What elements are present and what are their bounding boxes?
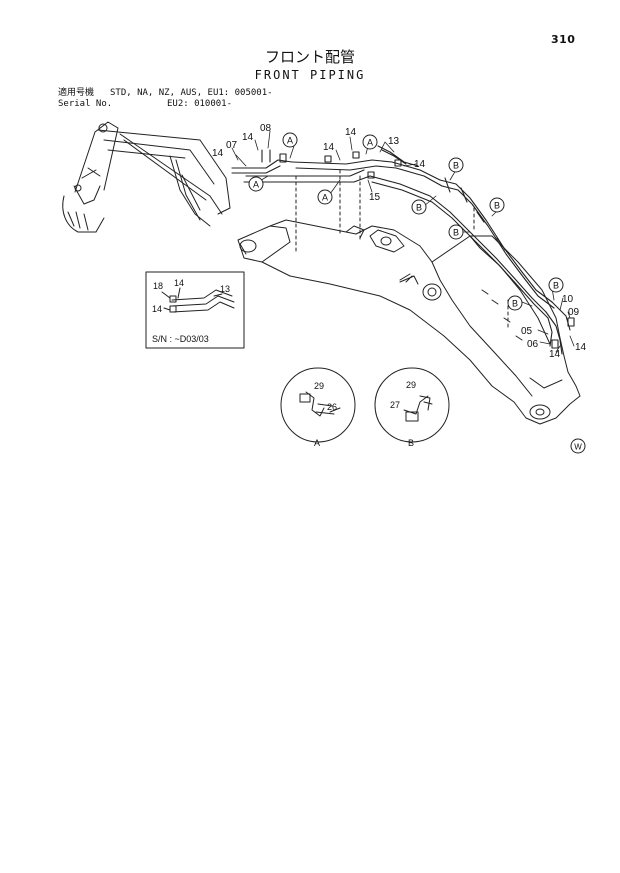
leader-lines — [231, 130, 575, 353]
part-label-08: 08 — [260, 123, 272, 134]
part-label-15: 15 — [369, 192, 381, 203]
title-english: FRONT PIPING — [254, 68, 366, 82]
callout-b-4: B — [453, 228, 459, 238]
page-number: 310 — [551, 33, 576, 46]
applicability-models: STD, NA, NZ, AUS, EU1: 005001- — [110, 88, 273, 98]
part-label-13: 13 — [388, 136, 400, 147]
inset-label-14: 14 — [174, 278, 184, 288]
callout-b-6: B — [553, 281, 559, 291]
inset-label-14: 14 — [152, 304, 162, 314]
applicability-label-jp: 適用号機 — [58, 88, 95, 98]
part-label-10: 10 — [562, 294, 574, 305]
part-label-14: 14 — [549, 349, 561, 360]
callout-b-2: B — [416, 203, 422, 213]
part-label-14: 14 — [575, 342, 587, 353]
boom-body — [237, 169, 581, 425]
part-label-14: 14 — [345, 127, 357, 138]
callout-a-1: A — [287, 136, 293, 146]
callout-a-4: A — [367, 138, 373, 148]
applicability-eu2: EU2: 010001- — [167, 99, 233, 109]
detail-b-part-27: 27 — [390, 400, 400, 410]
arrow-mark — [399, 275, 419, 285]
part-label-05: 05 — [521, 326, 533, 337]
corner-mark: W — [574, 443, 582, 452]
callout-a-3: A — [322, 193, 328, 203]
detail-b-part-29: 29 — [406, 380, 416, 390]
corner-mark-circle — [570, 438, 586, 454]
detail-a-label: A — [314, 438, 320, 448]
part-label-14: 14 — [323, 142, 335, 153]
detail-b-drawing — [374, 367, 450, 443]
serial-number-label: Serial No. — [58, 99, 113, 109]
title-japanese: フロント配管 — [264, 48, 355, 66]
callout-a-2: A — [253, 180, 259, 190]
excavator-overview-sketch — [62, 121, 231, 233]
part-label-09: 09 — [568, 307, 580, 318]
pipe-lines — [231, 145, 575, 355]
part-label-14: 14 — [212, 148, 224, 159]
inset-label-18: 18 — [153, 281, 163, 291]
detail-a-part-26: 26 — [327, 402, 337, 412]
inset-label-13: 13 — [220, 284, 230, 294]
detail-a-part-29: 29 — [314, 381, 324, 391]
detail-a-drawing — [280, 367, 356, 443]
callout-b-3: B — [494, 201, 500, 211]
detail-b-label: B — [408, 438, 414, 448]
part-label-07: 07 — [226, 140, 238, 151]
part-label-14: 14 — [414, 159, 426, 170]
part-label-14: 14 — [242, 132, 254, 143]
part-label-06: 06 — [527, 339, 539, 350]
inset-box — [145, 271, 245, 349]
callout-b-1: B — [453, 161, 459, 171]
callout-b-5: B — [512, 299, 518, 309]
inset-serial-note: S/N : ~D03/03 — [152, 334, 209, 344]
